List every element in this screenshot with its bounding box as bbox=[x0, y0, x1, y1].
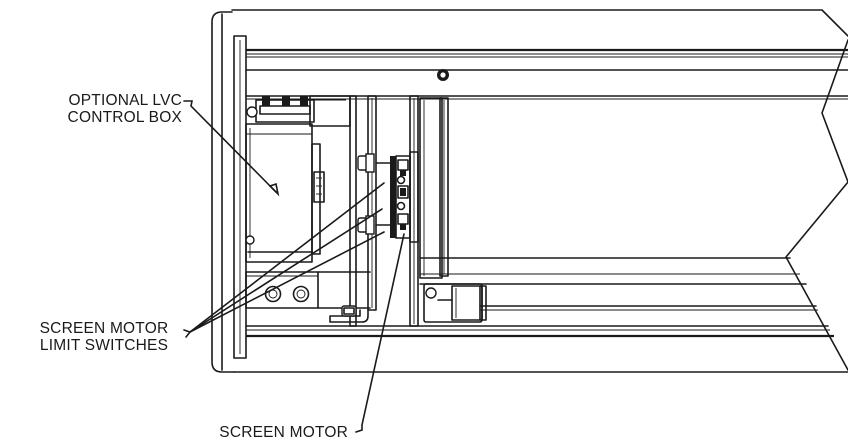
top-bolt bbox=[437, 69, 449, 81]
upper-hardware bbox=[246, 95, 351, 127]
break-line bbox=[785, 39, 848, 371]
leader-lines bbox=[183, 100, 405, 433]
bottom-tube bbox=[423, 283, 487, 323]
motor-callout-line-1: SCREEN MOTOR bbox=[219, 424, 348, 441]
control-box-callout: OPTIONAL LVC CONTROL BOX bbox=[22, 92, 182, 126]
control-box-callout-line-2: CONTROL BOX bbox=[67, 109, 182, 126]
bottom-rails bbox=[233, 257, 848, 373]
motor-callout: SCREEN MOTOR bbox=[190, 424, 348, 441]
lower-plate bbox=[245, 271, 371, 309]
lvc-control-box bbox=[245, 123, 325, 263]
roller-tube bbox=[419, 97, 449, 279]
motor-mount bbox=[357, 151, 419, 243]
top-rails bbox=[231, 9, 848, 100]
limit-switches-callout-line-1: SCREEN MOTOR bbox=[39, 320, 169, 337]
control-box-callout-line-1: OPTIONAL LVC bbox=[68, 92, 182, 109]
limit-switches-callout-line-2: LIMIT SWITCHES bbox=[39, 337, 169, 354]
bracket-rails bbox=[329, 95, 419, 327]
limit-switches-callout: SCREEN MOTOR LIMIT SWITCHES bbox=[26, 320, 182, 354]
